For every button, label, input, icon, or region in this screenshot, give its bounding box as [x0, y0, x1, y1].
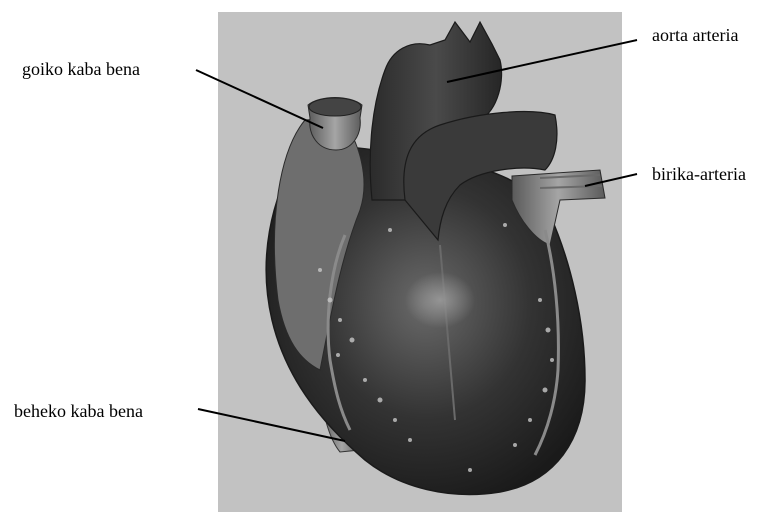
label-aorta: aorta arteria [652, 25, 738, 45]
superior-vena-cava-opening [309, 98, 361, 116]
label-pulmonary-artery: birika-arteria [652, 164, 746, 184]
label-inferior-vena-cava: beheko kaba bena [14, 401, 143, 421]
label-superior-vena-cava: goiko kaba bena [22, 59, 140, 79]
heart-highlight [405, 272, 475, 328]
